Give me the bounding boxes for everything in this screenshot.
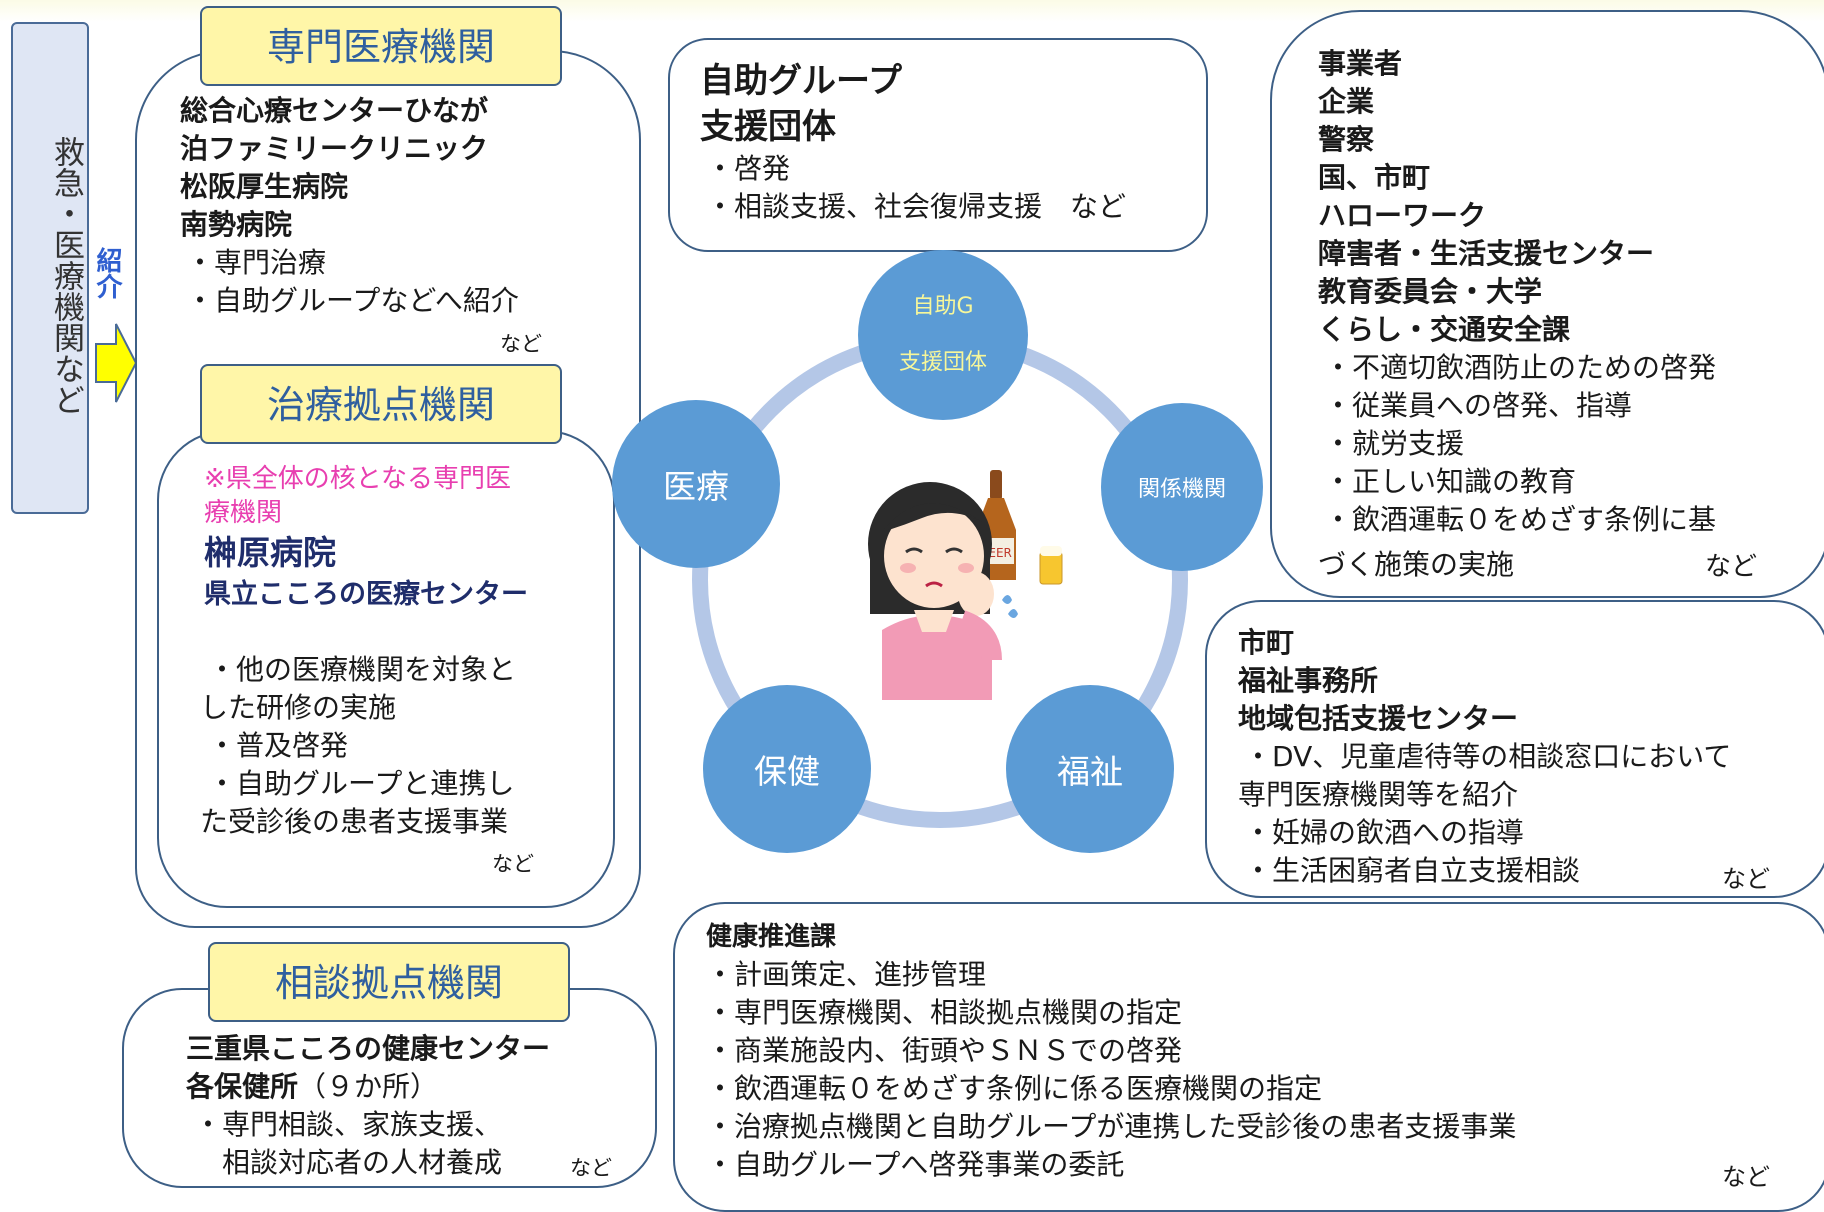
health-title: 健康推進課 <box>706 922 837 952</box>
circle-selfhelp-label: 支援団体 <box>898 350 987 375</box>
city-box <box>1205 600 1824 898</box>
selfhelp-item: ・相談支援、社会復帰支援 など <box>706 190 1127 223</box>
business-name: 警察 <box>1318 123 1375 156</box>
business-name: くらし・交通安全課 <box>1318 313 1571 346</box>
health-content: 健康推進課 ・計画策定、進捗管理 ・専門医療機関、相談拠点機関の指定 ・商業施設… <box>706 918 1516 1184</box>
business-last: づく施策の実施 <box>1318 548 1515 581</box>
emergency-label: 救急・医療機関など <box>48 135 84 415</box>
consult-name: 三重県こころの健康センター <box>186 1032 551 1065</box>
treatment-item: ・普及啓発 <box>208 729 349 762</box>
business-item: ・就労支援 <box>1324 427 1465 460</box>
business-name: ハローワーク <box>1318 199 1487 232</box>
specialized-name: 南勢病院 <box>180 208 293 241</box>
consult-name2-count: （９か所） <box>298 1070 439 1103</box>
city-content: 市町 福祉事務所 地域包括支援センター ・DV、児童虐待等の相談窓口において 専… <box>1238 624 1731 890</box>
business-content: 事業者 企業 警察 国、市町 ハローワーク 障害者・生活支援センター 教育委員会… <box>1318 45 1716 539</box>
city-name: 市町 <box>1238 626 1295 659</box>
treatment-items: ・他の医療機関を対象と した研修の実施 ・普及啓発 ・自助グループと連携し た受… <box>200 651 516 841</box>
treatment-etc: など <box>492 852 534 876</box>
city-item: ・生活困窮者自立支援相談 <box>1244 854 1581 887</box>
health-item: ・商業施設内、街頭やＳＮＳでの啓発 <box>706 1034 1183 1067</box>
circle-health: 保健 <box>703 685 871 853</box>
specialized-name: 総合心療センターひなが <box>180 94 489 127</box>
business-item: ・不適切飲酒防止のための啓発 <box>1324 351 1717 384</box>
specialized-name: 松阪厚生病院 <box>180 170 349 203</box>
circle-medical-label: 医療 <box>663 467 729 506</box>
city-etc: など <box>1722 865 1770 893</box>
specialized-tab: 専門医療機関 <box>200 6 562 86</box>
treatment-item: した研修の実施 <box>200 691 397 724</box>
business-name: 障害者・生活支援センター <box>1318 237 1655 270</box>
health-item: ・飲酒運転０をめざす条例に係る医療機関の指定 <box>706 1072 1323 1105</box>
consult-tab: 相談拠点機関 <box>208 942 570 1022</box>
city-name: 地域包括支援センター <box>1238 702 1519 735</box>
circle-related-label: 関係機関 <box>1137 477 1226 502</box>
business-name: 教育委員会・大学 <box>1318 275 1543 308</box>
treatment-note: ※県全体の核となる専門医 <box>204 464 512 494</box>
treatment-hospital: 榊原病院 <box>204 533 336 572</box>
business-item: ・飲酒運転０をめざす条例に基 <box>1324 503 1717 536</box>
business-name: 企業 <box>1318 85 1375 118</box>
circle-welfare: 福祉 <box>1006 685 1174 853</box>
city-item: ・妊婦の飲酒への指導 <box>1244 816 1525 849</box>
specialized-etc: など <box>500 332 542 356</box>
emergency-box: 救急・医療機関など <box>11 22 89 514</box>
circle-selfhelp-label: 自助G <box>912 294 974 319</box>
referral-label: 紹介 <box>92 247 122 299</box>
selfhelp-title: 支援団体 <box>700 107 836 147</box>
treatment-content: ※県全体の核となる専門医 療機関 榊原病院 県立こころの医療センター <box>204 462 528 614</box>
selfhelp-item: ・啓発 <box>706 152 791 185</box>
circle-medical: 医療 <box>612 400 780 568</box>
health-item: ・計画策定、進捗管理 <box>706 958 987 991</box>
business-box <box>1270 10 1824 598</box>
specialized-content: 総合心療センターひなが 泊ファミリークリニック 松阪厚生病院 南勢病院 ・専門治… <box>180 92 519 320</box>
circle-health-label: 保健 <box>754 752 820 791</box>
treatment-note: 療機関 <box>204 498 283 528</box>
health-item: ・治療拠点機関と自助グループが連携した受診後の患者支援事業 <box>706 1110 1517 1143</box>
circle-selfhelp: 自助G 支援団体 <box>858 250 1028 420</box>
treatment-box <box>157 430 615 908</box>
consult-etc: など <box>570 1156 612 1180</box>
treatment-item: た受診後の患者支援事業 <box>200 805 509 838</box>
consult-name2: 各保健所 <box>186 1070 299 1103</box>
treatment-center: 県立こころの医療センター <box>204 579 528 610</box>
circle-welfare-label: 福祉 <box>1057 752 1123 791</box>
city-item: 専門医療機関等を紹介 <box>1238 778 1519 811</box>
health-item: ・自助グループへ啓発事業の委託 <box>706 1148 1125 1181</box>
business-name: 事業者 <box>1318 47 1403 80</box>
specialized-item: ・自助グループなどへ紹介 <box>186 284 519 317</box>
circle-related: 関係機関 <box>1101 403 1263 571</box>
selfhelp-title: 自助グループ <box>700 61 902 101</box>
referral-arrow-icon <box>95 323 138 403</box>
consult-content: 三重県こころの健康センター 各保健所（９か所） ・専門相談、家族支援、 相談対応… <box>186 1030 550 1182</box>
person-drinking-illustration: BEER <box>868 470 1063 700</box>
city-item: ・DV、児童虐待等の相談窓口において <box>1244 740 1732 773</box>
treatment-tab: 治療拠点機関 <box>200 364 562 444</box>
health-item: ・専門医療機関、相談拠点機関の指定 <box>706 996 1183 1029</box>
health-etc: など <box>1722 1163 1770 1191</box>
consult-item: ・専門相談、家族支援、 <box>194 1108 503 1141</box>
city-name: 福祉事務所 <box>1238 664 1379 697</box>
business-item: ・正しい知識の教育 <box>1324 465 1577 498</box>
treatment-item: ・自助グループと連携し <box>208 767 515 800</box>
specialized-item: ・専門治療 <box>186 246 327 279</box>
consult-item: 相談対応者の人材養成 <box>194 1146 503 1179</box>
business-etc: など <box>1705 552 1758 582</box>
business-name: 国、市町 <box>1318 161 1431 194</box>
treatment-item: ・他の医療機関を対象と <box>208 653 517 686</box>
selfhelp-content: 自助グループ 支援団体 ・啓発 ・相談支援、社会復帰支援 など <box>700 58 1126 226</box>
business-item: ・従業員への啓発、指導 <box>1324 389 1633 422</box>
specialized-name: 泊ファミリークリニック <box>180 132 489 165</box>
selfhelp-box <box>668 38 1208 252</box>
